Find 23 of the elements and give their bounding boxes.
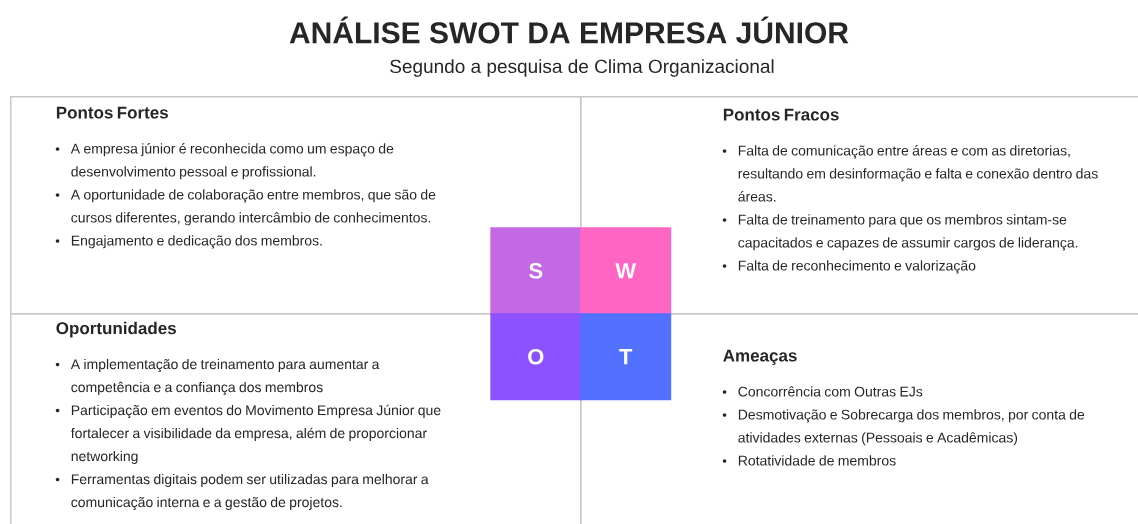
bullet-item: Falta de reconhecimento e valorização	[738, 260, 976, 274]
section-heading: Oportunidades	[56, 321, 176, 338]
letter-tile: W	[580, 227, 672, 315]
quadrant-box	[10, 96, 582, 315]
bullet-item: Falta de treinamento para que os membros sintam-se capacitados e capazes de assumir cargos de liderança.	[738, 214, 1078, 251]
letter-tile: T	[580, 313, 672, 401]
bullet-item: A implementação de treinamento para aumentar a competência e a confiança dos membros	[70, 358, 380, 395]
subtitle: Segundo a pesquisa de Clima Organizacional	[390, 59, 774, 77]
bullet-item: Desmotivação e Sobrecarga dos membros, por conta de atividades externas (Pessoais e Acadêmicas)	[738, 409, 1085, 446]
bullet-item: A oportunidade de colaboração entre membros, que são de cursos diferentes, gerando intercâmbio de conhecimentos.	[70, 189, 436, 226]
bullet-item: Rotatividade de membros	[738, 455, 896, 466]
title: ANÁLISE SWOT DA EMPRESA JÚNIOR	[289, 16, 849, 44]
bullet-item: Participação em eventos do Movimento Empresa Júnior que fortalecer a visibilidade da empresa, além de proporcionar networking	[70, 404, 441, 464]
section-heading: Ameaças	[723, 349, 797, 365]
bullet-item: Concorrência com Outras EJs	[738, 386, 923, 397]
bullet-item: Engajamento e dedicação dos membros.	[71, 235, 322, 249]
section-heading: Pontos Fortes	[56, 106, 168, 119]
letter-tile: S	[490, 227, 582, 315]
bullet-item: Falta de comunicação entre áreas e com as diretorias, resultando em desinformação e falta e conexão dentro das áreas.	[738, 145, 1098, 202]
bullet-item: A empresa júnior é reconhecida como um espaço de desenvolvimento pessoal e profissional.	[70, 143, 394, 180]
letter-tile: O	[490, 313, 582, 401]
section-heading: Pontos Fracos	[723, 108, 839, 121]
bullet-item: Ferramentas digitais podem ser utilizadas para melhorar a comunicação interna e a gestão de projetos.	[71, 473, 429, 510]
